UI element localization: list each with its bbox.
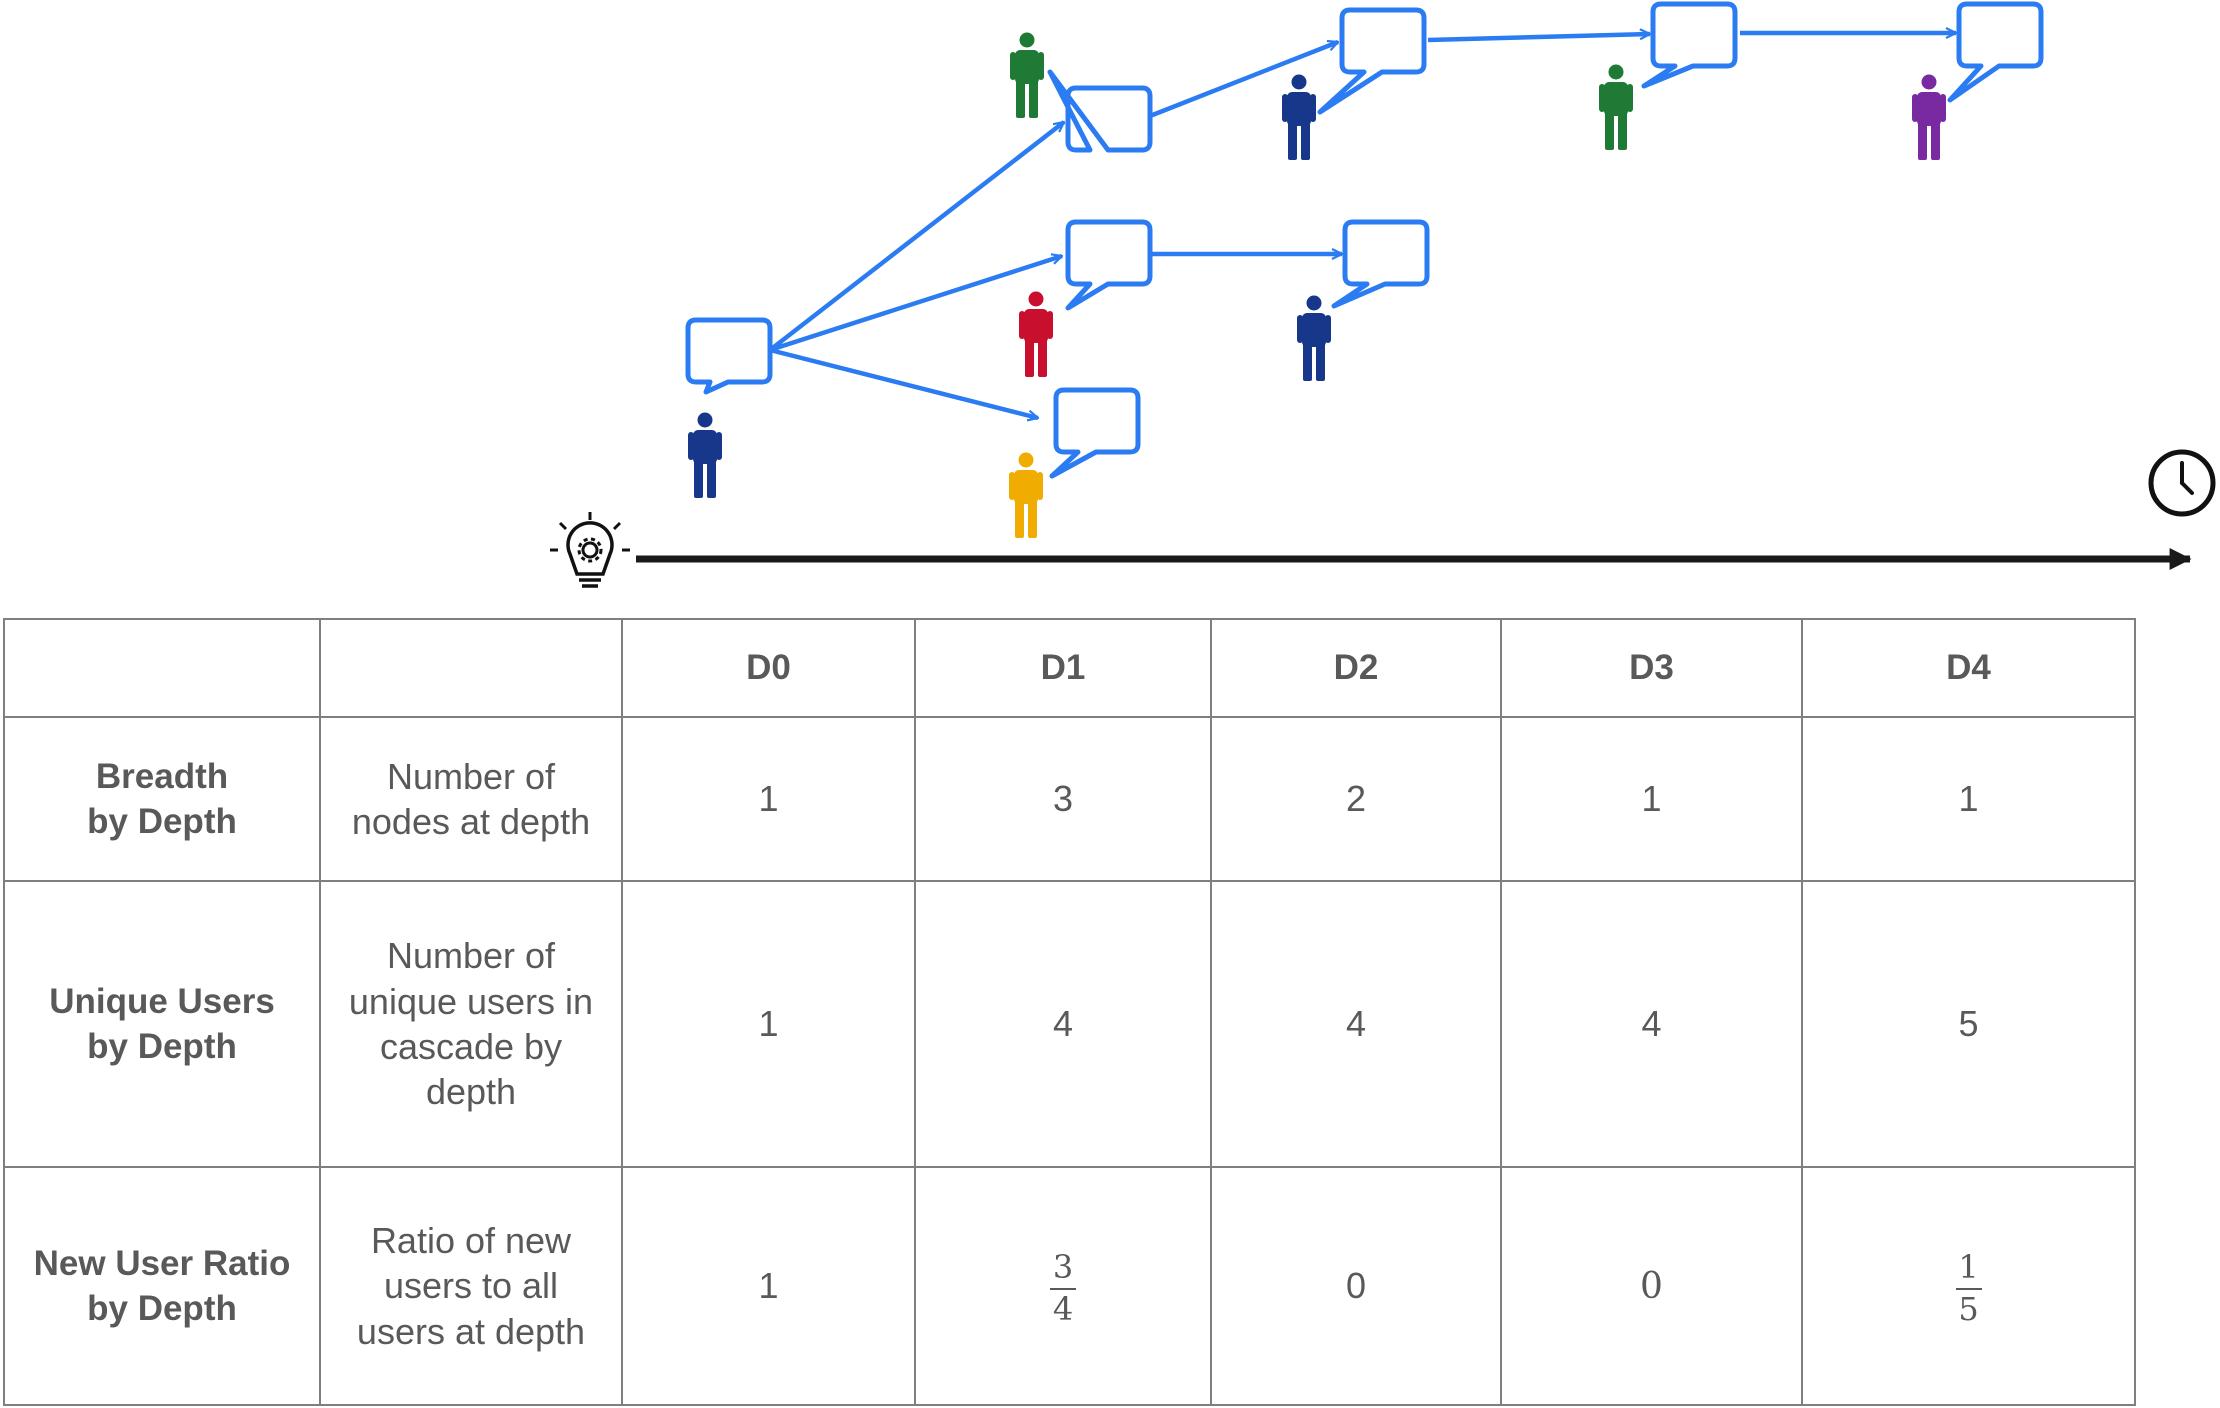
table-row-unique-users: Unique Users by Depth Number of unique u… bbox=[3, 880, 2136, 1168]
text-line: Number of bbox=[386, 755, 556, 797]
text-line: Unique Users bbox=[49, 981, 275, 1021]
numerator: 3 bbox=[1052, 1248, 1074, 1287]
metric-name: New User Ratio by Depth bbox=[3, 1166, 321, 1406]
user-icon bbox=[688, 412, 722, 498]
cascade-metrics-table: D0 D1 D2 D3 D4 Breadth by Depth Number o… bbox=[3, 618, 2136, 1406]
header-cell: D4 bbox=[1801, 618, 2136, 718]
value-cell: 5 bbox=[1801, 880, 2136, 1168]
value-cell: 1 bbox=[1500, 716, 1803, 882]
metric-name: Breadth by Depth bbox=[3, 716, 321, 882]
users bbox=[688, 32, 1946, 538]
text-line: by Depth bbox=[87, 802, 237, 841]
value-cell: 1 bbox=[621, 880, 916, 1168]
numerator: 1 bbox=[1958, 1248, 1979, 1287]
value-cell: 3 4 bbox=[914, 1166, 1212, 1406]
user-icon bbox=[1009, 452, 1043, 538]
value-cell: 4 bbox=[914, 880, 1212, 1168]
table-row-new-user-ratio: New User Ratio by Depth Ratio of new use… bbox=[3, 1166, 2136, 1406]
header-cell: D0 bbox=[621, 618, 916, 718]
fraction: 3 4 bbox=[1050, 1251, 1076, 1326]
value-cell: 1 bbox=[621, 716, 916, 882]
reply-arrow bbox=[769, 347, 1038, 418]
lightbulb-gear-icon bbox=[550, 512, 630, 588]
text-line: New User Ratio bbox=[33, 1243, 291, 1283]
value-cell: 3 bbox=[914, 716, 1212, 882]
clock-icon bbox=[2148, 449, 2216, 517]
value-cell: 0 bbox=[1210, 1166, 1502, 1406]
value-cell: 4 bbox=[1210, 880, 1502, 1168]
denominator: 4 bbox=[1052, 1290, 1074, 1328]
fraction: 1 5 bbox=[1955, 1248, 1982, 1328]
metric-description: Number of nodes at depth bbox=[319, 716, 623, 882]
text-line: Breadth bbox=[95, 756, 229, 796]
message-bubble-d4 bbox=[1947, 1, 2044, 103]
metric-description: Number of unique users in cascade by dep… bbox=[319, 880, 623, 1168]
metric-description: Ratio of new users to all users at depth bbox=[319, 1166, 623, 1406]
message-bubble-d1 bbox=[1049, 387, 1141, 479]
message-bubble-d1 bbox=[1047, 69, 1153, 153]
user-icon bbox=[1599, 64, 1633, 150]
text-line: users at depth bbox=[356, 1310, 586, 1352]
text-line: nodes at depth bbox=[351, 801, 591, 842]
reply-arrow bbox=[769, 256, 1062, 353]
cascade-diagram bbox=[550, 1, 2216, 588]
message-bubble-d2 bbox=[1331, 219, 1430, 309]
header-cell bbox=[319, 618, 623, 718]
reply-arrow bbox=[1427, 34, 1650, 43]
user-icon bbox=[1019, 291, 1053, 377]
text-line: Ratio of new bbox=[370, 1219, 572, 1261]
value-cell: 0 bbox=[1500, 1166, 1803, 1406]
user-icon bbox=[1010, 32, 1044, 118]
text-line: depth bbox=[425, 1071, 517, 1113]
value-cell: 1 5 bbox=[1801, 1166, 2136, 1406]
message-bubble-d0 bbox=[685, 317, 773, 395]
text-line: unique users in bbox=[348, 980, 594, 1022]
message-bubble-d2 bbox=[1317, 7, 1427, 115]
text-line: users to all bbox=[383, 1265, 559, 1307]
value-cell: 4 bbox=[1500, 880, 1803, 1168]
text-line: by Depth bbox=[87, 1027, 237, 1066]
table-row-breadth: Breadth by Depth Number of nodes at dept… bbox=[3, 716, 2136, 882]
value-cell: 1 bbox=[1801, 716, 2136, 882]
value-cell: 2 bbox=[1210, 716, 1502, 882]
user-icon bbox=[1912, 74, 1946, 160]
reply-edges bbox=[768, 33, 1956, 418]
header-cell: D3 bbox=[1500, 618, 1803, 718]
reply-arrow bbox=[768, 120, 1064, 352]
user-icon bbox=[1282, 74, 1316, 160]
text-line: by Depth bbox=[87, 1289, 237, 1328]
fraction-bar bbox=[1050, 1288, 1076, 1290]
value-cell: 1 bbox=[621, 1166, 916, 1406]
message-bubble-d1 bbox=[1065, 219, 1153, 311]
fraction-bar bbox=[1955, 1288, 1982, 1290]
text-line: Number of bbox=[386, 935, 556, 977]
header-cell: D2 bbox=[1210, 618, 1502, 718]
reply-arrow bbox=[1149, 39, 1338, 119]
header-cell: D1 bbox=[914, 618, 1212, 718]
metric-name: Unique Users by Depth bbox=[3, 880, 321, 1168]
message-bubble-d3 bbox=[1641, 1, 1738, 89]
text-line: cascade by bbox=[379, 1026, 563, 1067]
header-cell bbox=[3, 618, 321, 718]
denominator: 5 bbox=[1958, 1290, 1979, 1328]
message-bubbles bbox=[685, 1, 2044, 479]
user-icon bbox=[1297, 295, 1331, 381]
header-row: D0 D1 D2 D3 D4 bbox=[3, 618, 2136, 718]
